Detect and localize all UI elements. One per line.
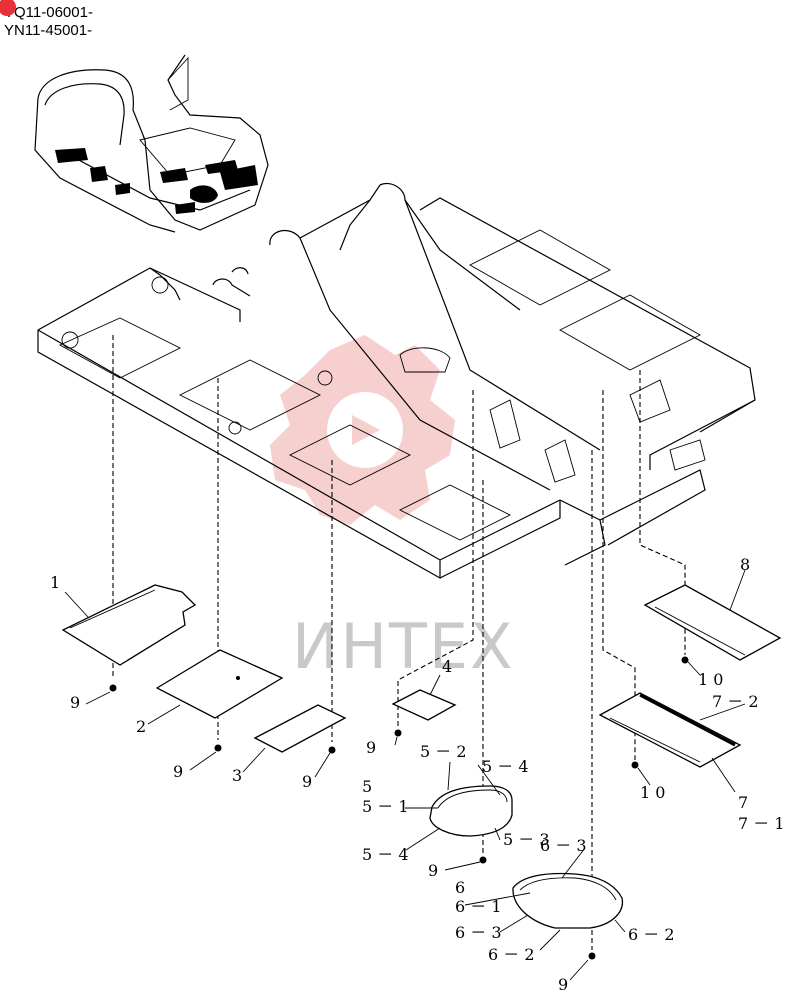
label-part-9b: 9 [173,762,183,781]
label-part-5-4-top: 5 － 4 [482,757,529,776]
label-part-5: 5 [362,777,372,796]
label-part-2: 2 [136,717,146,736]
dashed-assembly-leaders [112,335,686,950]
label-part-10-lower: 1 0 [640,783,665,802]
label-part-5-4-bottom: 5 － 4 [362,845,409,864]
cover-plate-3 [253,704,347,753]
serial-range-1-text: YQ11-06001- [4,4,93,21]
label-part-9a: 9 [70,693,80,712]
watermark-text: ИНТЕХ [292,610,515,683]
cover-plate-8 [643,584,782,661]
key-map-machine-view [34,54,269,233]
label-part-7: 7 [738,793,748,812]
cover-assembly-6 [512,872,624,929]
label-part-9c: 9 [302,772,312,791]
label-part-7-2: 7 － 2 [712,692,759,711]
cover-assembly-5 [429,785,513,837]
callout-labels: 1 9 2 9 3 9 4 9 5 － 2 5 － 4 5 5 － 1 5 － … [50,555,785,994]
label-part-5-3: 5 － 3 [503,830,550,849]
label-part-1: 1 [50,573,60,592]
label-part-10-upper: 1 0 [698,670,723,689]
label-part-3: 3 [232,766,242,785]
label-part-6-2-bottom: 6 － 2 [488,945,535,964]
label-part-5-1: 5 － 1 [362,797,409,816]
label-part-8: 8 [740,555,750,574]
label-part-6-2-right: 6 － 2 [628,925,675,944]
serial-range-2-text: YN11-45001- [4,22,93,39]
serial-range-line-1: YQ11-06001- [0,0,93,21]
label-part-4: 4 [442,657,452,676]
cover-plate-2 [155,649,284,719]
callout-leaders [64,569,746,981]
label-part-6-3-bottom: 6 － 3 [455,923,502,942]
label-part-6-1: 6 － 1 [455,897,502,916]
label-part-5-2: 5 － 2 [420,742,467,761]
label-part-9f: 9 [558,975,568,994]
watermark-gear-logo [270,335,455,525]
cover-plate-4 [391,689,457,721]
label-part-6: 6 [455,878,465,897]
label-part-7-1: 7 － 1 [738,814,785,833]
cover-plate-7 [598,692,742,768]
cover-plate-1 [61,584,197,666]
upper-frame-structure [37,182,756,580]
red-marker-dot [0,0,16,16]
bolts [109,656,689,960]
label-part-9e: 9 [428,861,438,880]
label-part-9d: 9 [366,738,376,757]
label-part-6-3-top: 6 － 3 [540,836,587,855]
serial-range-line-2: YN11-45001- [4,22,92,39]
